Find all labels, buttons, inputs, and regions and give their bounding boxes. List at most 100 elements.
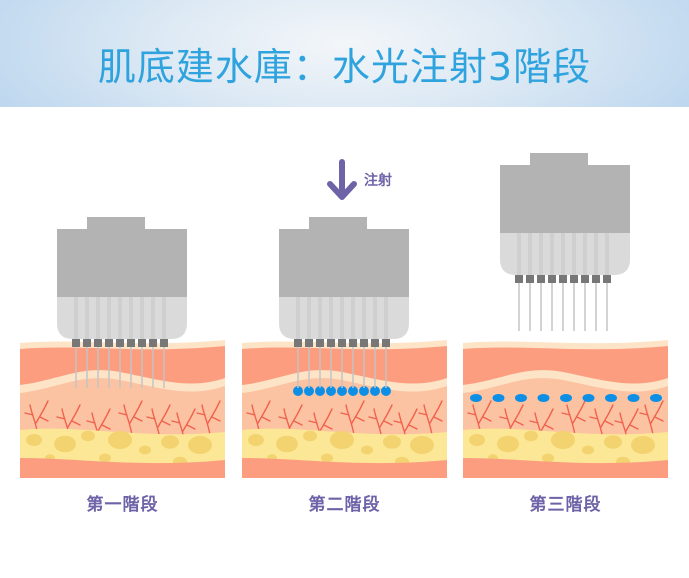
needle-guide [85, 297, 89, 339]
fat-cell [582, 445, 594, 455]
needle-guide [605, 233, 609, 275]
blood-vessel [340, 400, 365, 436]
droplet [315, 386, 325, 396]
fat-cell [330, 431, 354, 449]
blood-vessel [196, 400, 221, 436]
needle-guide [528, 233, 532, 275]
fat-cell [139, 445, 151, 455]
blood-vessel [308, 408, 333, 444]
blood-vessel [368, 404, 393, 440]
fat-cell [497, 435, 519, 453]
fat-cell [469, 434, 485, 446]
subcutaneous-layer [242, 458, 447, 478]
stage-1-illustration [20, 140, 225, 485]
fat-cell [248, 434, 264, 446]
droplet [515, 394, 527, 402]
droplet [605, 394, 617, 402]
droplet [370, 386, 380, 396]
needle-hub [559, 275, 567, 283]
blood-vessel [614, 408, 639, 444]
fat-cell [410, 436, 434, 454]
needle-hub [94, 339, 102, 347]
blood-vessel [86, 408, 111, 444]
title-banner [0, 0, 689, 107]
needle-guide [583, 233, 587, 275]
needle-guide [594, 233, 598, 275]
needle-guide [96, 297, 100, 339]
needle-guide [74, 297, 78, 339]
needle-hub [537, 275, 545, 283]
needle-hub [160, 339, 168, 347]
needle-hub [294, 339, 302, 347]
stage-2-label: 第二階段 [308, 495, 381, 515]
fat-cell [26, 434, 42, 446]
blood-vessel [467, 400, 492, 436]
stage-3-illustration [463, 140, 668, 485]
needle-guide [572, 233, 576, 275]
blood-vessel [393, 408, 418, 444]
needle-hub [149, 339, 157, 347]
blood-vessel [499, 404, 524, 440]
fat-cell [631, 436, 655, 454]
droplet [359, 386, 369, 396]
fat-cell [108, 431, 132, 449]
fat-cell [161, 435, 179, 449]
needle-guide [118, 297, 122, 339]
needle-hub [105, 339, 113, 347]
needle-hub [581, 275, 589, 283]
needle-guide [162, 297, 166, 339]
needle-guide [140, 297, 144, 339]
needle-guide [340, 297, 344, 339]
fat-cell [54, 435, 76, 453]
blood-vessel [529, 408, 554, 444]
stage-3-label: 第三階段 [529, 495, 602, 515]
blood-vessel [561, 400, 586, 436]
needle-guide [539, 233, 543, 275]
fat-cell [551, 431, 575, 449]
needle-guide [373, 297, 377, 339]
blood-vessel [639, 400, 664, 436]
needle-guide [517, 233, 521, 275]
needle-hub [515, 275, 523, 283]
droplet [381, 386, 391, 396]
stage-1-label: 第一階段 [86, 495, 159, 515]
droplet [293, 386, 303, 396]
droplet [537, 394, 550, 402]
needle-hub [138, 339, 146, 347]
needle-hub [603, 275, 611, 283]
needle-hub [116, 339, 124, 347]
blood-vessel [56, 404, 81, 440]
fat-cell [276, 435, 298, 453]
needle-hub [338, 339, 346, 347]
needle-guide [318, 297, 322, 339]
device-top [530, 153, 588, 165]
fat-cell [361, 445, 373, 455]
droplet [348, 386, 358, 396]
needle-guide [550, 233, 554, 275]
needle-guide [107, 297, 111, 339]
blood-vessel [171, 408, 196, 444]
blood-vessel [589, 404, 614, 440]
fat-cell [303, 430, 317, 442]
needle-hub [127, 339, 135, 347]
fat-cell [604, 435, 622, 449]
needle-guide [129, 297, 133, 339]
blood-vessel [146, 404, 171, 440]
fat-cell [383, 435, 401, 449]
needle-hub [382, 339, 390, 347]
blood-vessel [246, 400, 271, 436]
device-top [309, 217, 367, 229]
needle-hub [305, 339, 313, 347]
needle-hub [327, 339, 335, 347]
needle-hub [72, 339, 80, 347]
needle-guide [151, 297, 155, 339]
fat-cell [321, 453, 333, 463]
needle-hub [548, 275, 556, 283]
needle-hub [526, 275, 534, 283]
down-arrow-icon [327, 159, 357, 200]
subcutaneous-layer [20, 458, 225, 478]
device-body [500, 165, 630, 233]
droplet [326, 386, 336, 396]
droplet [627, 394, 640, 402]
